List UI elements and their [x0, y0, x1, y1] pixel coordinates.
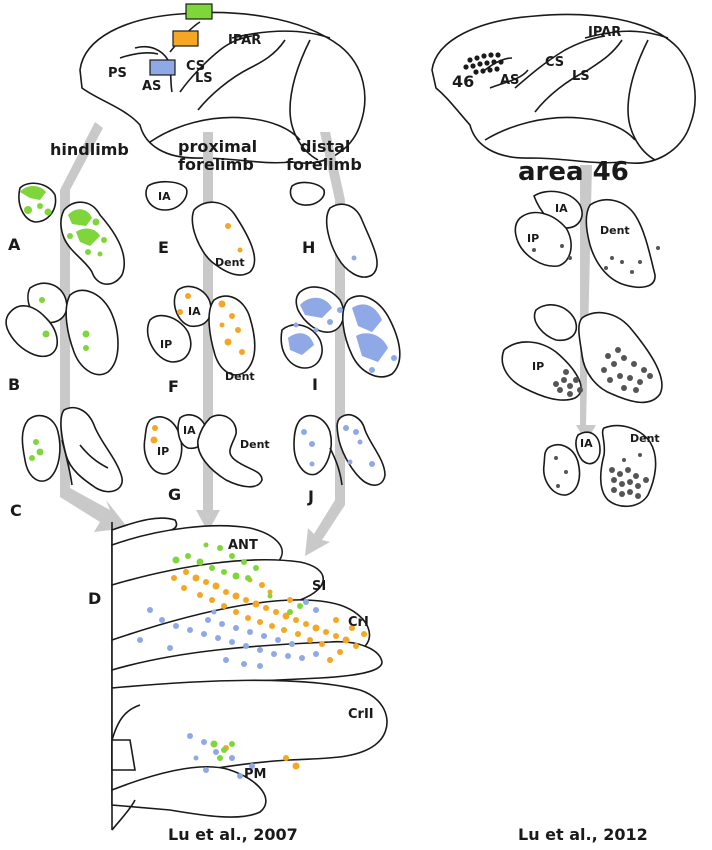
arrow-hindlimb	[60, 122, 128, 532]
section-i: I	[280, 286, 401, 394]
citation-2012: Lu et al., 2012	[518, 825, 648, 844]
label-ia-46a: IA	[555, 202, 568, 215]
panel-label-e: E	[158, 238, 169, 257]
section-b: B	[5, 282, 119, 394]
right-sulcus-as: AS	[500, 73, 519, 88]
citation-2007: Lu et al., 2007	[168, 825, 298, 844]
arrow-proximal	[196, 132, 220, 532]
heading-proximal-1: proximal	[178, 137, 257, 156]
section-g: IA IP Dent G	[143, 414, 270, 504]
area46-brain-label: 46	[452, 72, 474, 91]
panel-label-g: G	[168, 485, 181, 504]
panel-label-a: A	[8, 235, 21, 254]
sulcus-label-ipar: IPAR	[228, 33, 261, 48]
label-dent-g: Dent	[240, 438, 270, 451]
heading-hindlimb: hindlimb	[50, 140, 129, 159]
sulcus-label-ps: PS	[108, 66, 127, 81]
area46-section-middle: IP	[501, 304, 663, 404]
sulcus-label-ls: LS	[195, 71, 213, 86]
lobule-label-ant: ANT	[228, 538, 258, 553]
panel-label-j: J	[307, 487, 314, 506]
section-j: J	[293, 414, 386, 506]
label-ia-f: IA	[188, 305, 201, 318]
heading-distal-1: distal	[300, 137, 350, 156]
section-a: A	[8, 182, 125, 285]
lobule-label-si: SI	[312, 579, 326, 594]
heading-proximal-2: forelimb	[178, 155, 254, 174]
right-sulcus-ls: LS	[572, 69, 590, 84]
label-dent-e: Dent	[215, 256, 245, 269]
label-dent-f: Dent	[225, 370, 255, 383]
cerebellar-cortex: D ANT SI CrI CrII PM	[88, 517, 388, 831]
arrow-area46	[576, 165, 596, 442]
label-ip-f: IP	[160, 338, 172, 351]
label-ip-46b: IP	[532, 360, 544, 373]
label-ia-46c: IA	[580, 437, 593, 450]
section-f: IA IP Dent F	[146, 285, 256, 396]
label-ia-e: IA	[158, 190, 171, 203]
panel-label-h: H	[302, 238, 315, 257]
right-brain: 46 IPAR CS LS AS	[431, 13, 696, 164]
label-ip-46a: IP	[527, 232, 539, 245]
projection-arrows	[60, 122, 596, 556]
heading-area46: area 46	[518, 157, 629, 187]
panel-label-f: F	[168, 377, 179, 396]
lobule-label-pm: PM	[244, 767, 266, 782]
area46-injection-dots	[463, 52, 504, 75]
label-ip-g: IP	[157, 445, 169, 458]
panel-label-d: D	[88, 589, 101, 608]
label-dent-46c: Dent	[630, 432, 660, 445]
area46-section-upper: IA IP Dent	[514, 190, 660, 289]
label-dent-46a: Dent	[600, 224, 630, 237]
heading-distal-2: forelimb	[286, 155, 362, 174]
panel-label-b: B	[8, 375, 20, 394]
section-c: C	[10, 406, 123, 520]
lobule-label-crii: CrII	[348, 707, 374, 722]
sulcus-label-as: AS	[142, 79, 161, 94]
left-brain: PS AS CS IPAR LS	[79, 3, 366, 164]
lobule-label-cri: CrI	[348, 615, 369, 630]
sulcus-label-cs: CS	[186, 59, 205, 74]
panel-label-i: I	[312, 375, 318, 394]
right-sulcus-ipar: IPAR	[588, 25, 621, 40]
panel-label-c: C	[10, 501, 22, 520]
hindlimb-injection-site	[185, 3, 213, 20]
section-e: IA Dent E	[145, 180, 256, 276]
area46-section-lower: IA Dent	[542, 424, 660, 508]
proximal-forelimb-injection-site	[172, 30, 199, 47]
right-sulcus-cs: CS	[545, 55, 564, 70]
distal-forelimb-injection-site	[149, 59, 176, 76]
label-ia-g: IA	[183, 424, 196, 437]
section-h: H	[289, 181, 378, 278]
